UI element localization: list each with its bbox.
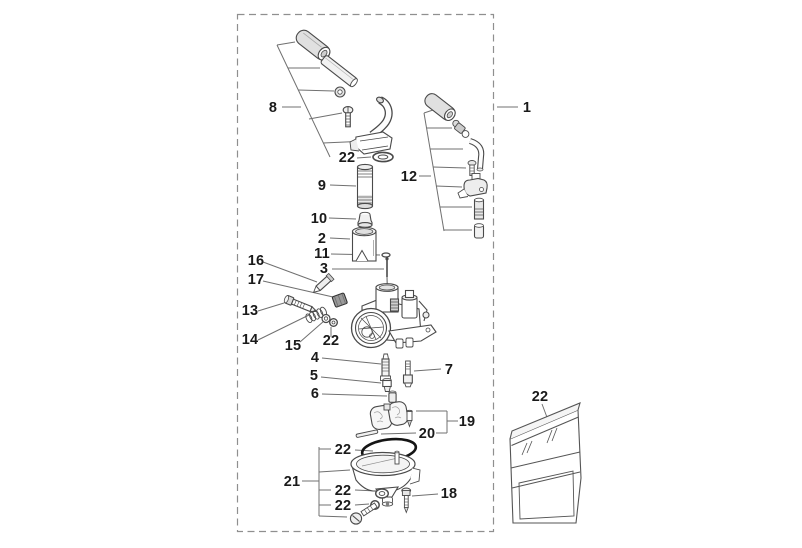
leader-18 xyxy=(411,493,439,497)
leader-6 xyxy=(321,393,388,397)
part-label-15: 15 xyxy=(285,338,302,354)
float-pin-part xyxy=(355,429,379,438)
overflow-screw-part xyxy=(401,487,412,514)
parts-artwork xyxy=(283,29,582,525)
part-label-16: 16 xyxy=(248,253,265,269)
part-label-9: 9 xyxy=(318,178,326,194)
part-label-21: 21 xyxy=(284,474,301,490)
part-label-22-drain-washer: 22 xyxy=(335,483,352,499)
leader-17 xyxy=(262,280,334,298)
part-label-1: 1 xyxy=(523,100,531,116)
atomizer-jet-part xyxy=(380,353,391,381)
part-label-18: 18 xyxy=(441,486,458,502)
part-label-19: 19 xyxy=(459,414,476,430)
float-needle-valve-part xyxy=(406,409,413,428)
part-label-13: 13 xyxy=(242,303,259,319)
leader-bracket-19-20 xyxy=(380,410,458,435)
adjuster-tube-part xyxy=(320,55,358,88)
choke-plunger-tube-part xyxy=(473,197,485,220)
part-label-17: 17 xyxy=(248,272,265,288)
leader-22-elbow-washer xyxy=(356,156,372,159)
part-label-2: 2 xyxy=(318,231,326,247)
leader-7 xyxy=(413,368,442,372)
part-label-22-drain-oring: 22 xyxy=(335,498,352,514)
cable-boot-part xyxy=(295,29,331,61)
choke-body-part xyxy=(457,173,488,199)
part-label-22-oring: 22 xyxy=(323,333,340,349)
part-number-labels: 1 8 22 9 12 10 2 11 3 16 17 13 14 15 22 … xyxy=(242,100,549,514)
lock-nut-part xyxy=(334,86,346,98)
gasket-set-bag xyxy=(509,402,582,524)
main-jet-part xyxy=(382,377,392,392)
knurled-nut-part xyxy=(331,292,348,308)
choke-cable-fitting-part xyxy=(452,119,470,138)
part-label-6: 6 xyxy=(311,386,319,402)
choke-tube-part xyxy=(468,138,485,172)
drain-screw-part xyxy=(349,502,378,525)
starter-jet-part xyxy=(402,360,413,388)
drain-washer-part xyxy=(375,488,390,499)
part-label-11: 11 xyxy=(314,246,330,262)
leader-5 xyxy=(320,376,382,384)
part-label-4: 4 xyxy=(311,350,319,366)
throttle-slide-part xyxy=(351,226,377,262)
cable-elbow-cover-part xyxy=(349,96,393,155)
leader-9 xyxy=(329,184,357,187)
leader-bracket-21 xyxy=(302,447,378,518)
choke-plunger-cap-part xyxy=(473,223,485,239)
choke-boot-part xyxy=(424,93,456,122)
part-label-7: 7 xyxy=(445,362,453,378)
leader-10 xyxy=(328,217,357,220)
part-label-20: 20 xyxy=(419,426,436,442)
float-bowl-part xyxy=(350,450,421,507)
leader-4 xyxy=(321,357,382,365)
elbow-washer-part xyxy=(372,151,394,163)
part-label-14: 14 xyxy=(242,332,259,348)
leader-lines xyxy=(257,41,549,518)
washer-part-15 xyxy=(321,313,331,324)
part-label-3: 3 xyxy=(320,261,328,277)
part-label-5: 5 xyxy=(310,368,318,384)
idle-jet-part xyxy=(388,390,397,403)
carburetor-body xyxy=(350,283,437,349)
spring-seat-part xyxy=(357,211,373,228)
leader-14 xyxy=(257,314,310,341)
leader-16 xyxy=(262,261,318,283)
adjuster-sleeve-part xyxy=(356,163,374,210)
needle-clip-part xyxy=(381,252,391,258)
part-label-8: 8 xyxy=(269,100,277,116)
leader-fan-12 xyxy=(419,108,472,232)
float-assembly-part xyxy=(369,401,409,430)
part-label-22-bowl-gasket: 22 xyxy=(335,442,352,458)
needle-jet-part xyxy=(312,272,335,294)
part-label-10: 10 xyxy=(311,211,328,227)
idle-screw-part xyxy=(283,295,318,313)
part-label-22-gasket-bag: 22 xyxy=(532,389,549,405)
part-label-12: 12 xyxy=(401,169,418,185)
leader-2 xyxy=(329,237,351,240)
assembly-boundary-dashed-box xyxy=(236,13,495,533)
leader-15 xyxy=(299,320,325,343)
oring-part-near-15 xyxy=(329,318,339,328)
part-label-22-elbow-washer: 22 xyxy=(339,150,356,166)
leader-13 xyxy=(257,302,285,312)
cover-screw-part xyxy=(342,106,354,128)
